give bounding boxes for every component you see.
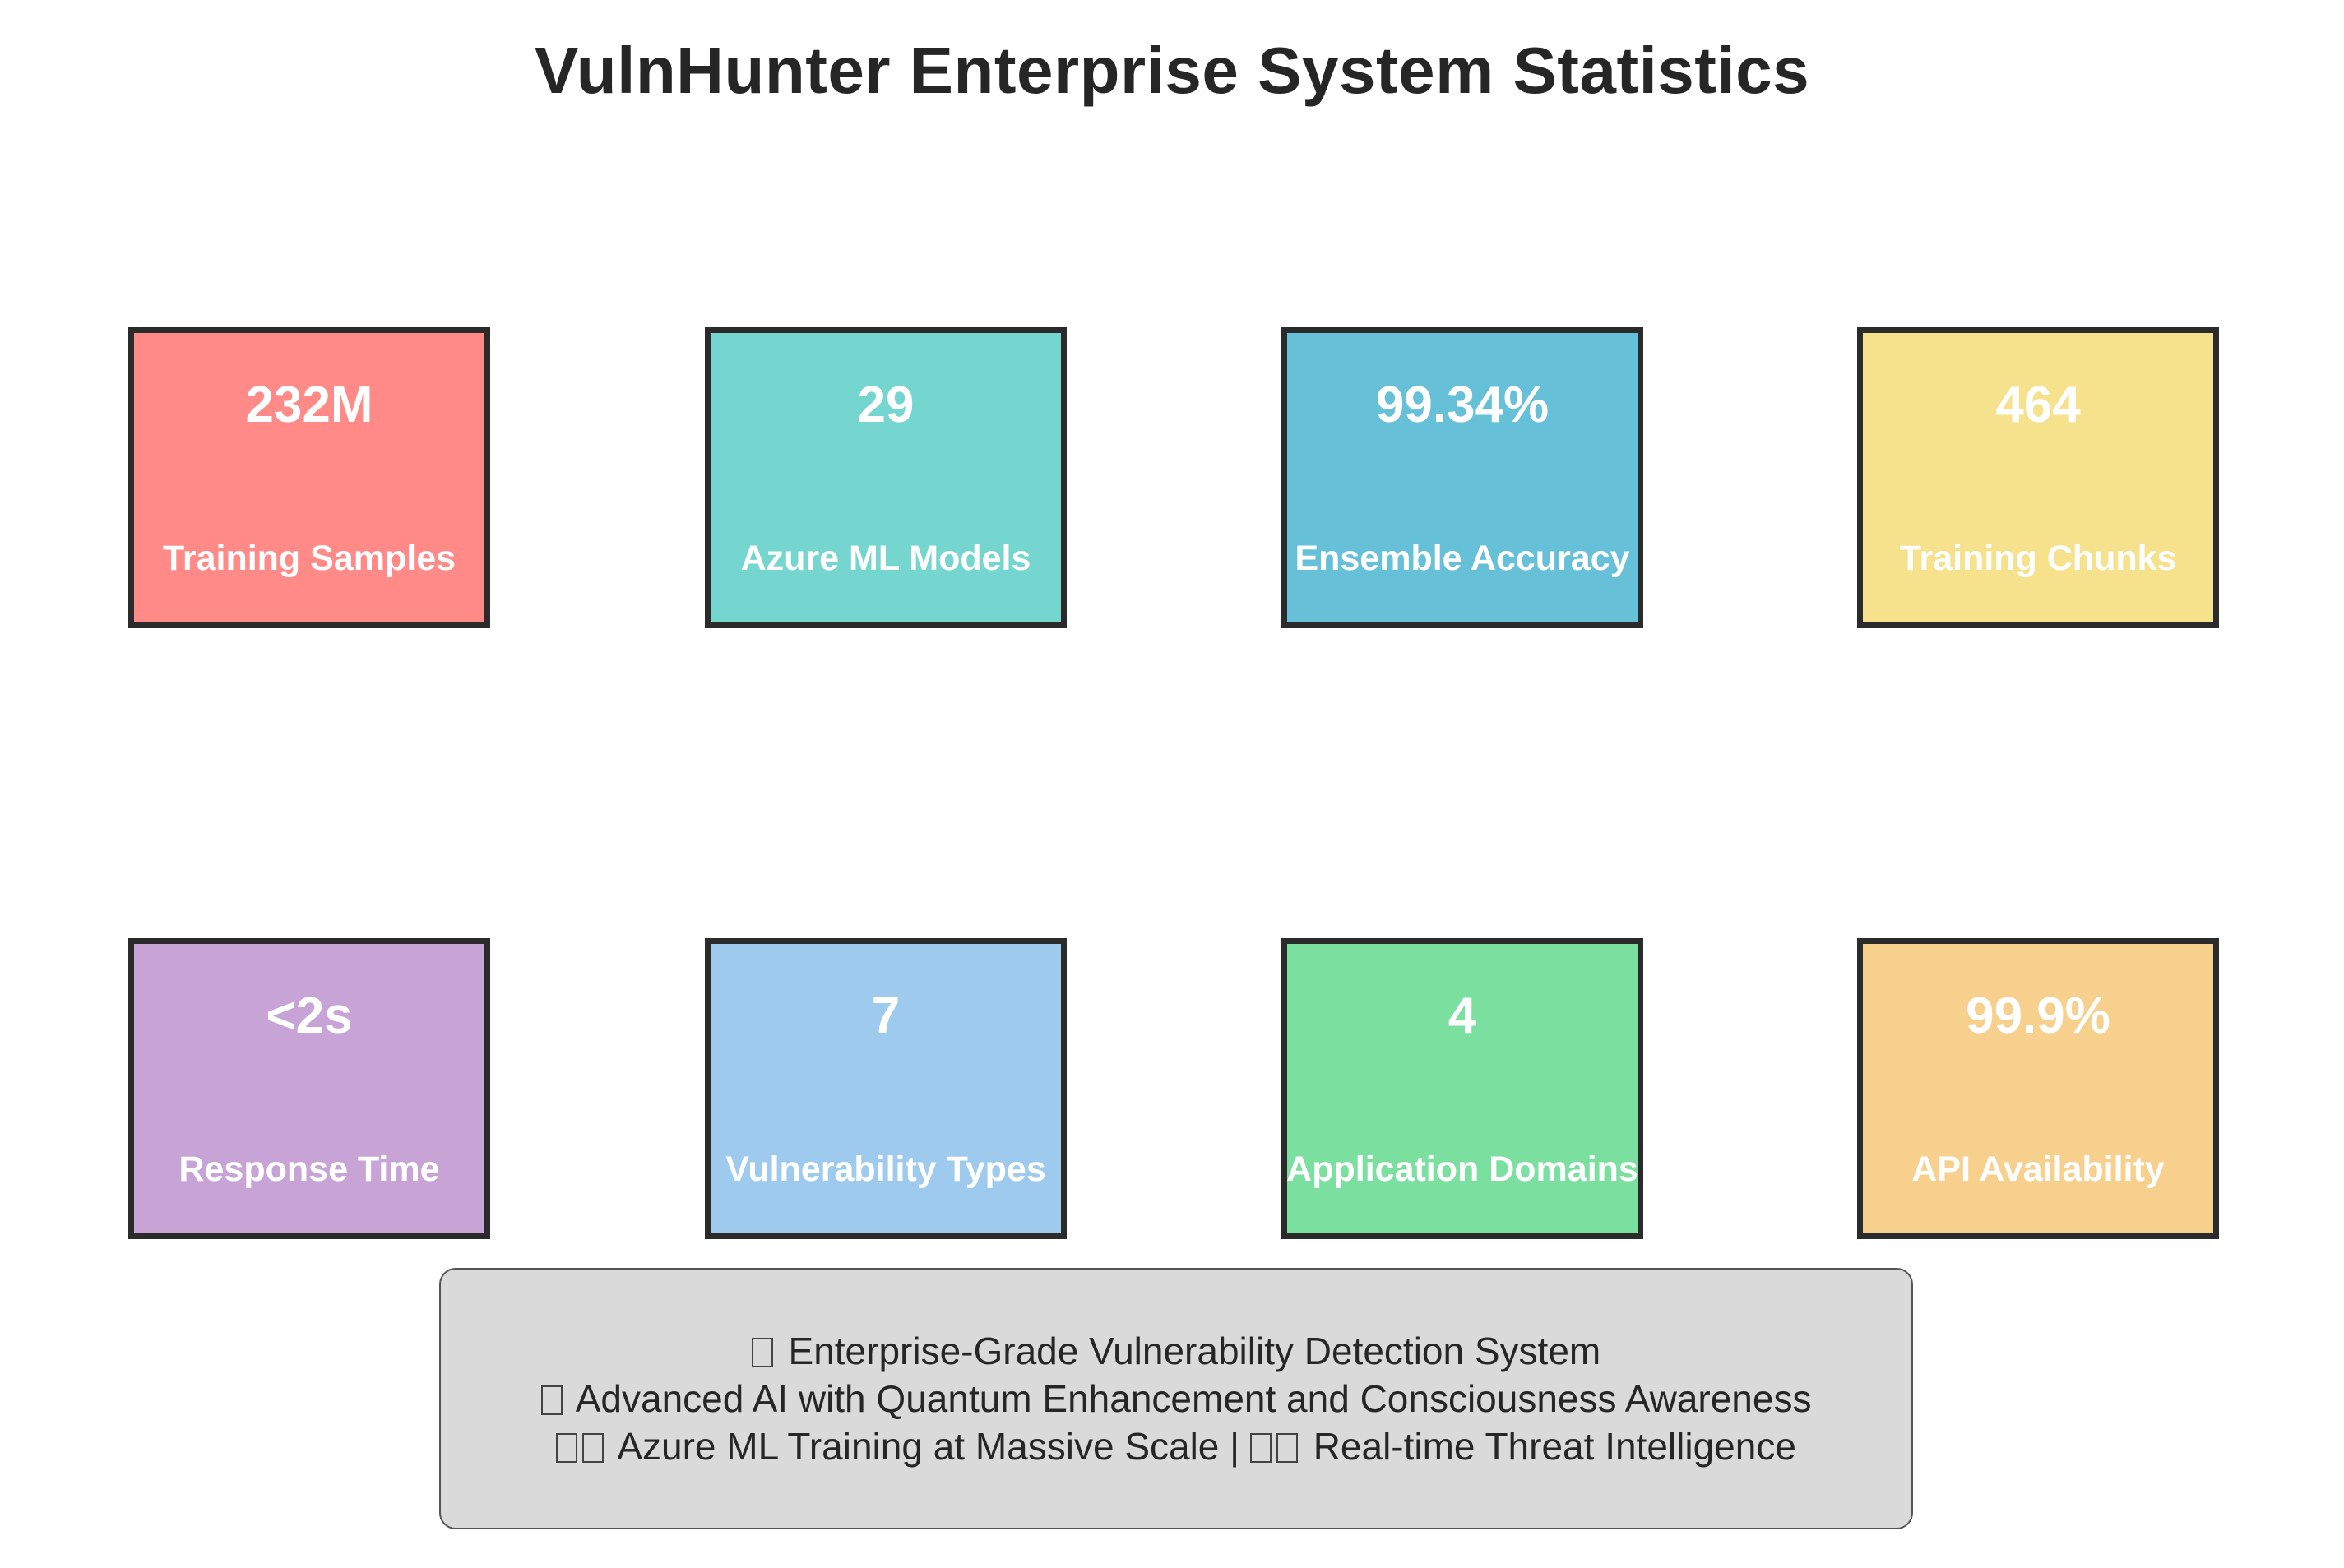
stat-value: 4 (1448, 988, 1477, 1044)
stat-value: 99.34% (1375, 377, 1550, 433)
missing-glyph-icon (751, 1338, 773, 1367)
missing-glyph-icon (540, 1385, 563, 1415)
info-box: Enterprise-Grade Vulnerability Detection… (439, 1268, 1913, 1529)
info-line-3b-text: Real-time Threat Intelligence (1313, 1425, 1796, 1468)
info-line-3a-text: Azure ML Training at Massive Scale | (617, 1425, 1250, 1468)
info-line-1-text: Enterprise-Grade Vulnerability Detection… (788, 1330, 1601, 1372)
stat-value: 7 (871, 988, 901, 1044)
stat-value: 99.9% (1966, 988, 2110, 1044)
stat-card-application-domains: 4 Application Domains (1281, 938, 1643, 1239)
info-line-3: Azure ML Training at Massive Scale | Rea… (556, 1422, 1796, 1470)
stat-label: Response Time (178, 1149, 440, 1189)
stat-label: Azure ML Models (740, 539, 1031, 578)
missing-glyph-icon (1276, 1433, 1298, 1463)
stat-label: Training Samples (162, 539, 456, 578)
page-title: VulnHunter Enterprise System Statistics (534, 34, 1810, 107)
missing-glyph-icon (556, 1433, 578, 1463)
stat-card-training-samples: 232M Training Samples (128, 327, 490, 628)
info-line-2-text: Advanced AI with Quantum Enhancement and… (575, 1377, 1812, 1420)
stat-value: <2s (266, 988, 353, 1044)
stat-value: 464 (1995, 377, 2081, 433)
stat-label: Application Domains (1286, 1149, 1638, 1189)
stat-value: 29 (857, 377, 915, 433)
stat-label: API Availability (1911, 1149, 2165, 1189)
missing-glyph-icon (1249, 1433, 1272, 1463)
stat-card-vulnerability-types: 7 Vulnerability Types (705, 938, 1067, 1239)
stat-card-api-availability: 99.9% API Availability (1857, 938, 2219, 1239)
stat-label: Training Chunks (1899, 539, 2177, 578)
stat-card-training-chunks: 464 Training Chunks (1857, 327, 2219, 628)
stat-value: 232M (245, 377, 373, 433)
stat-card-azure-ml-models: 29 Azure ML Models (705, 327, 1067, 628)
stat-card-ensemble-accuracy: 99.34% Ensemble Accuracy (1281, 327, 1643, 628)
stat-label: Vulnerability Types (725, 1149, 1046, 1189)
missing-glyph-icon (582, 1433, 605, 1463)
info-line-2: Advanced AI with Quantum Enhancement and… (540, 1375, 1812, 1422)
info-line-1: Enterprise-Grade Vulnerability Detection… (751, 1327, 1601, 1375)
stat-card-response-time: <2s Response Time (128, 938, 490, 1239)
stat-label: Ensemble Accuracy (1295, 539, 1630, 578)
